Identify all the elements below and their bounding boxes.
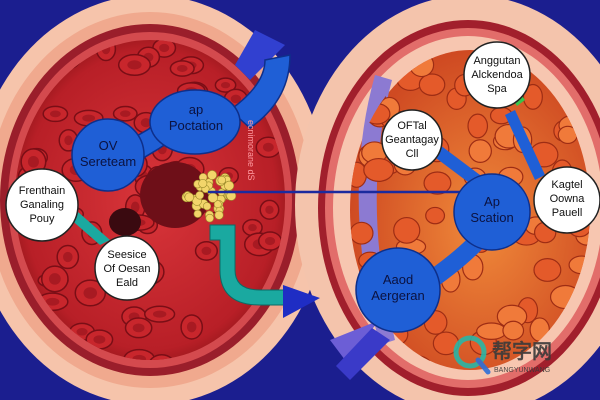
anggutan-line2: Alckendoa <box>471 69 523 81</box>
yellow-granule <box>205 213 214 223</box>
orange-cell <box>522 83 543 110</box>
upper-arrow-tail <box>235 30 285 80</box>
oftal-line1: OFTal <box>397 120 426 132</box>
red-blood-cell <box>169 60 195 77</box>
seesice-line3: Eald <box>116 277 138 289</box>
ap-right-line1: Ap <box>484 194 500 209</box>
lower-arrow-head <box>330 320 380 360</box>
ap-right-line2: Scation <box>470 210 513 225</box>
red-blood-cell <box>73 109 104 127</box>
yellow-granule <box>195 190 204 200</box>
red-blood-cell <box>74 279 107 307</box>
yellow-granule <box>193 209 202 218</box>
orange-cell <box>425 206 446 225</box>
kagtel-line3: Pauell <box>552 207 583 219</box>
seesice-line1: Seesice <box>107 249 146 261</box>
red-blood-cell <box>56 244 80 270</box>
blue-bubble-aaod: Aaod Aergeran <box>355 247 441 333</box>
ap-top-line1: ap <box>189 102 203 117</box>
seesice-line2: Of Oesan <box>103 263 150 275</box>
red-blood-cell <box>242 218 263 237</box>
blue-bubble-ap-right: Ap Scation <box>453 173 531 251</box>
anggutan-line3: Spa <box>487 83 507 95</box>
yellow-granule <box>214 210 224 220</box>
red-blood-cell <box>180 314 204 340</box>
red-blood-cell <box>194 241 219 261</box>
oftal-line3: Cll <box>406 148 419 160</box>
label-kagtel: Kagtel Oowna Pauell <box>533 166 600 234</box>
ov-line1: OV <box>99 138 118 153</box>
orange-cell <box>350 221 374 245</box>
orange-cell <box>393 216 421 244</box>
frenthain-line3: Pouy <box>29 213 55 225</box>
teal-arrow <box>209 224 320 318</box>
red-blood-cell <box>214 77 237 93</box>
dark-organelle <box>109 208 141 236</box>
teal-arrow-head <box>283 285 320 318</box>
orange-cell <box>476 322 507 340</box>
red-blood-cell <box>143 305 176 323</box>
red-blood-cell <box>20 148 47 176</box>
yellow-granule <box>217 175 227 185</box>
nucleus <box>140 162 210 228</box>
orange-cell <box>502 320 525 341</box>
kagtel-line2: Oowna <box>550 193 586 205</box>
label-seesice: Seesice Of Oesan Eald <box>94 235 160 301</box>
red-blood-cell <box>124 317 153 339</box>
red-blood-cell <box>42 105 69 123</box>
red-blood-cell <box>85 329 114 350</box>
aaod-line1: Aaod <box>383 272 413 287</box>
anggutan-line1: Anggutan <box>473 55 520 67</box>
watermark-en: BANGYUNWANG <box>494 367 550 374</box>
orange-cell <box>533 258 562 282</box>
orange-cell <box>468 139 492 163</box>
ap-top-line2: Poctation <box>169 118 223 133</box>
orange-cell <box>423 171 452 195</box>
frenthain-line1: Frenthain <box>19 185 65 197</box>
red-blood-cell <box>40 265 69 293</box>
yellow-granule <box>198 178 208 188</box>
red-blood-cell <box>257 231 283 251</box>
red-vertical-text: ecnimorane dS <box>246 120 256 181</box>
yellow-granule <box>202 202 212 211</box>
red-blood-cell <box>259 199 280 220</box>
lower-arrow-shaft <box>336 328 390 380</box>
watermark-cn: 帮字网 <box>492 339 552 363</box>
red-blood-cell <box>117 53 152 76</box>
orange-cell <box>363 157 395 182</box>
kagtel-line1: Kagtel <box>551 179 582 191</box>
yellow-granule <box>184 192 195 203</box>
orange-cell <box>418 73 446 96</box>
label-anggutan: Anggutan Alckendoa Spa <box>463 41 531 109</box>
frenthain-line2: Ganaling <box>20 199 64 211</box>
label-oftal: OFTal Geantagay Cll <box>381 109 443 171</box>
watermark: 帮字网 BANGYUNWANG <box>453 335 552 375</box>
yellow-granule <box>224 180 235 191</box>
red-blood-cell <box>147 353 176 360</box>
yellow-granule <box>207 192 219 203</box>
label-frenthain: Frenthain Ganaling Pouy <box>5 168 79 242</box>
right-ribbon-3 <box>505 110 545 180</box>
blue-bubble-ov: OV Sereteam <box>71 118 145 192</box>
yellow-granule-cluster <box>181 170 237 223</box>
oftal-line2: Geantagay <box>385 134 439 146</box>
yellow-granule <box>207 170 217 180</box>
red-blood-cell <box>112 105 138 122</box>
ov-line2: Sereteam <box>80 154 136 169</box>
orange-cell <box>467 113 489 139</box>
aaod-line2: Aergeran <box>371 288 424 303</box>
